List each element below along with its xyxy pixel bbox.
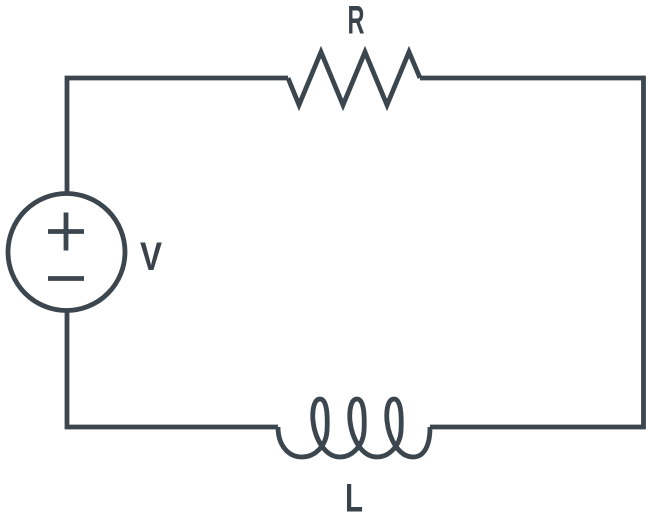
resistor-label: R <box>348 0 365 43</box>
circuit-labels: R V L <box>140 0 365 513</box>
inductor-label: L <box>345 477 363 513</box>
resistor-icon <box>285 45 423 112</box>
inductor-icon <box>275 396 433 460</box>
wire-bottom-left <box>64 310 278 430</box>
voltage-source-icon <box>5 191 128 313</box>
voltage-source-label: V <box>140 235 162 279</box>
circuit-wires <box>5 45 646 460</box>
wire-right <box>420 75 646 430</box>
wire-top-left <box>64 75 288 194</box>
